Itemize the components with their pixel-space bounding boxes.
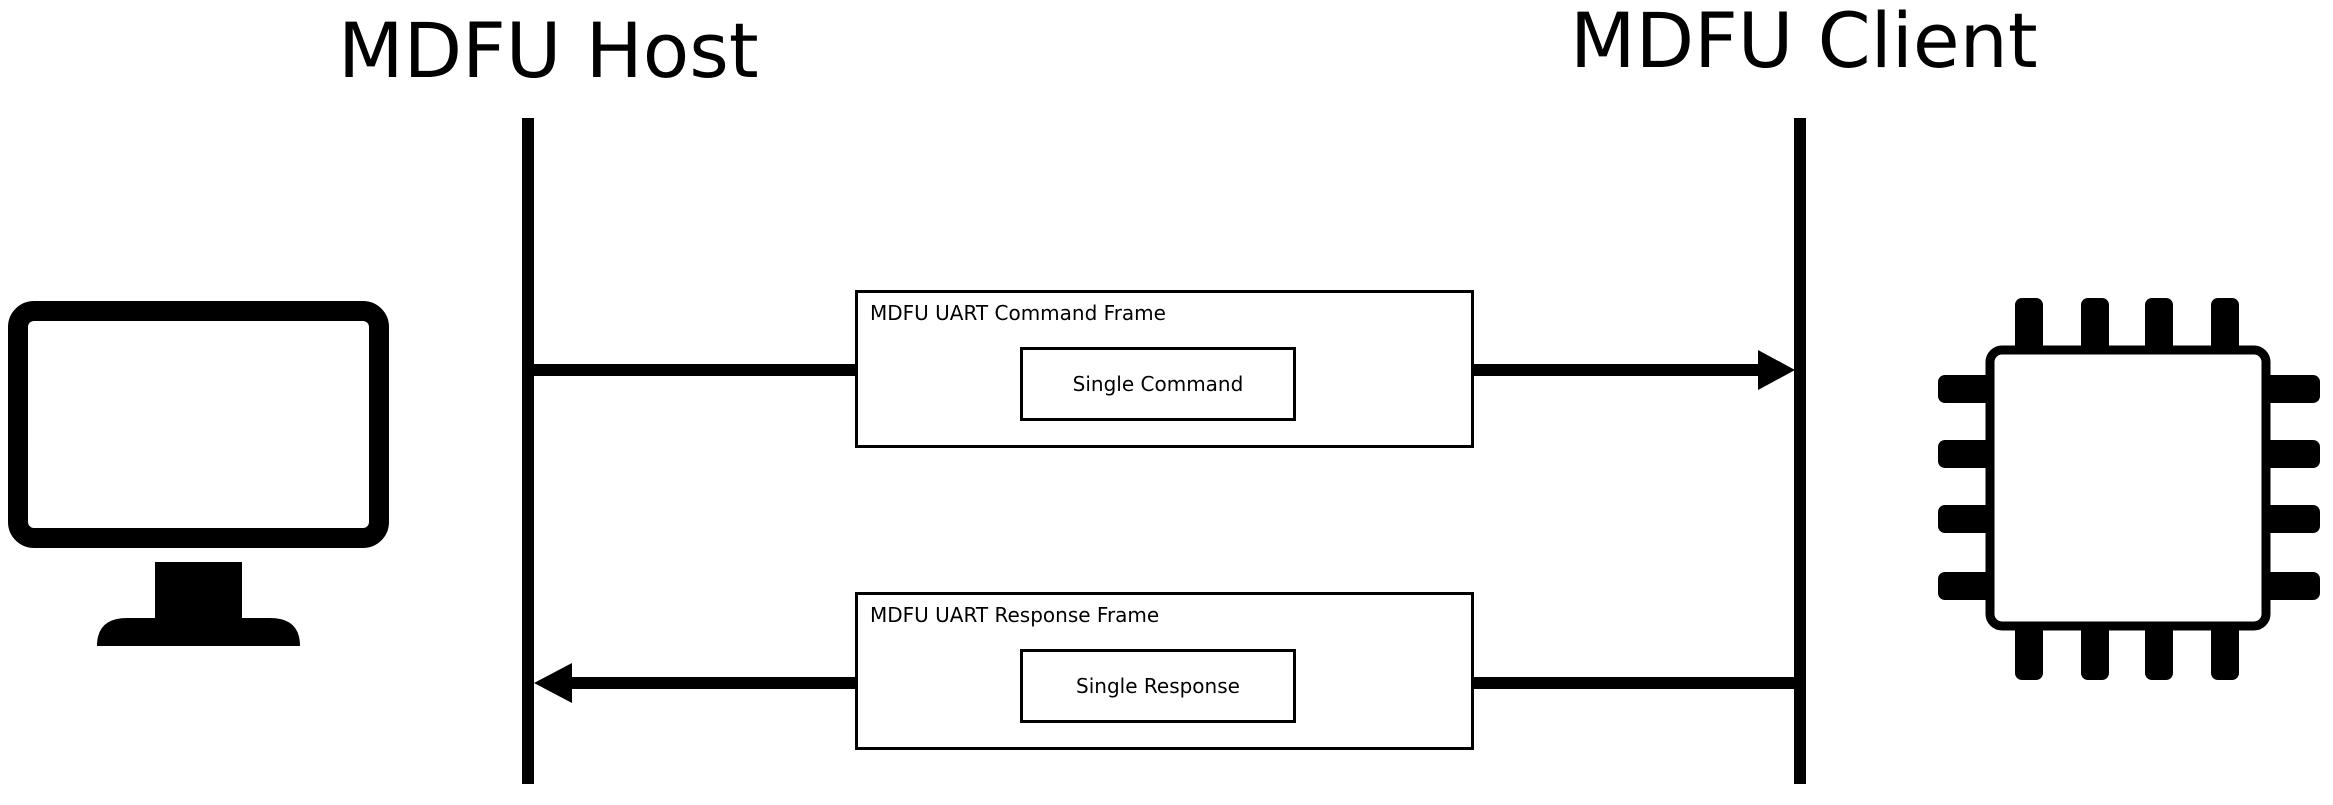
single-response-box: Single Response <box>1020 649 1296 723</box>
response-frame-box: MDFU UART Response Frame Single Response <box>855 592 1474 750</box>
command-frame-box: MDFU UART Command Frame Single Command <box>855 290 1474 448</box>
computer-monitor-icon <box>8 301 389 646</box>
microchip-icon <box>1938 298 2320 680</box>
response-arrow <box>534 663 1794 703</box>
command-frame-label: MDFU UART Command Frame <box>870 301 1166 325</box>
response-frame-label: MDFU UART Response Frame <box>870 603 1160 627</box>
command-arrowhead <box>1758 350 1795 390</box>
client-title: MDFU Client <box>1570 0 2038 85</box>
response-arrowhead <box>534 663 572 703</box>
single-command-box: Single Command <box>1020 347 1296 421</box>
host-title: MDFU Host <box>338 6 759 95</box>
command-arrow <box>534 350 1795 390</box>
